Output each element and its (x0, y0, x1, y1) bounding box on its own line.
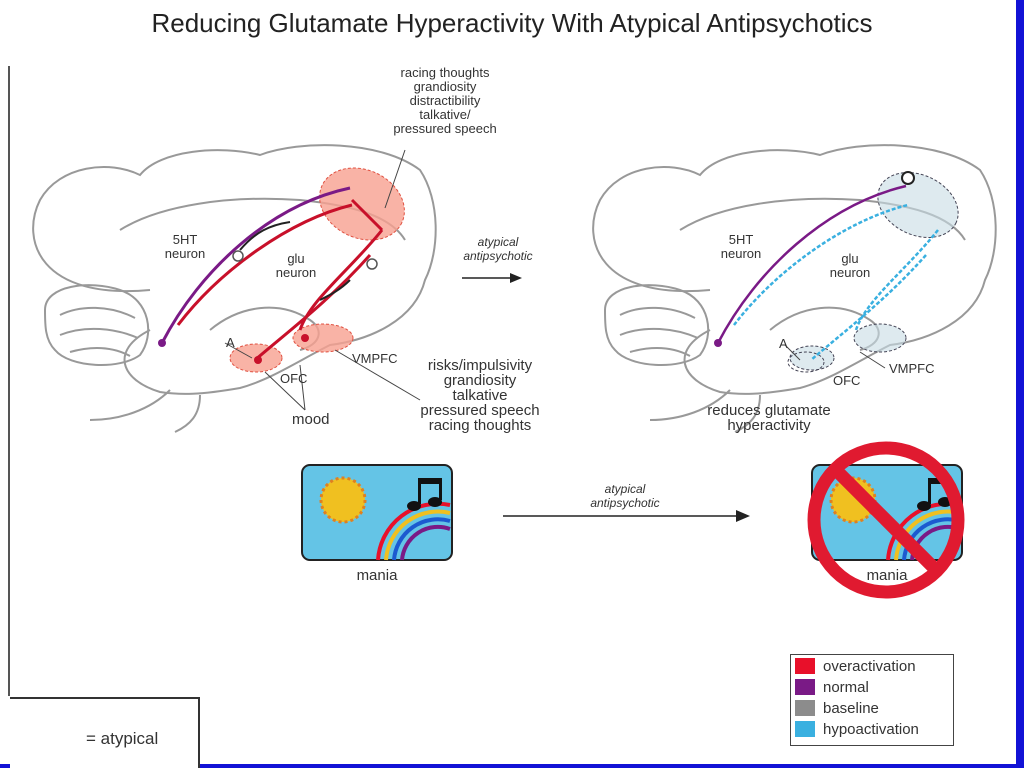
mania-right-label: mania (866, 567, 908, 584)
left-curved-arrow-1 (239, 221, 291, 251)
left-top-symptoms: racing thoughts grandiosity distractibil… (370, 66, 520, 136)
right-leader-lines (784, 344, 886, 369)
atypical-key-label: = atypical (86, 729, 159, 748)
right-5ht-label: 5HT neuron (720, 232, 762, 261)
mania-picture-left (301, 464, 453, 561)
legend-label: overactivation (823, 657, 916, 675)
legend-label: hypoactivation (823, 720, 919, 738)
mania-right-rainbow-yellow (894, 509, 961, 561)
left-drug-icon-1 (232, 250, 244, 262)
right-5ht-neuron-soma (714, 339, 722, 347)
left-bottom-symptom: risks/impulsivity (427, 357, 533, 374)
mania-left-music-note-icon (407, 478, 442, 511)
left-top-symptom: racing thoughts (400, 65, 490, 80)
top-arrow-label: atypical antipsychotic (463, 235, 533, 263)
right-glu-path-3 (810, 254, 927, 361)
left-glu-terminal-b (301, 334, 309, 342)
mania-left-rainbow-purple (400, 524, 451, 561)
mania-left-rainbow-yellow (384, 509, 451, 561)
right-pfc-region (877, 172, 959, 238)
right-cerebellum-folds (619, 306, 699, 357)
right-cerebellum (603, 284, 710, 366)
left-glu-label: glu neuron (275, 251, 317, 280)
bottom-arrow-head (736, 510, 750, 522)
top-arrow-head (510, 273, 522, 283)
right-pathways (716, 184, 939, 361)
left-5ht-neuron-path (160, 186, 351, 344)
left-mood-label: mood (292, 411, 330, 428)
bottom-arrow-label: atypical antipsychotic (590, 482, 660, 510)
right-brain-stem (649, 389, 761, 433)
left-top-symptom: talkative/ (419, 107, 471, 122)
right-drug-icon (901, 171, 915, 185)
legend-label: normal (823, 678, 869, 696)
right-brain (592, 144, 997, 433)
left-brain-stem (89, 389, 201, 433)
left-cerebellum-folds (59, 306, 139, 357)
left-vmpfc-highlight (292, 323, 354, 353)
left-top-symptom: distractibility (409, 93, 481, 108)
mania-left-sun (319, 476, 367, 524)
left-glu-path-1 (176, 203, 353, 326)
right-a-region (787, 351, 825, 373)
mania-right-rainbow-blue (902, 517, 961, 561)
legend-swatch (795, 700, 815, 716)
left-curved-arrow-2 (319, 279, 351, 301)
right-a-label: A (779, 336, 788, 351)
left-bottom-symptom: talkative (452, 387, 508, 404)
slide-title: Reducing Glutamate Hyperactivity With At… (151, 8, 873, 38)
left-bottom-symptom: grandiosity (443, 372, 517, 389)
legend-swatch (795, 658, 815, 674)
mania-left-rainbow-blue (392, 517, 451, 561)
right-border (1016, 0, 1024, 768)
prohibition-sign-icon (807, 441, 965, 599)
left-bottom-symptom: pressured speech (420, 402, 540, 419)
mania-left-label: mania (356, 567, 398, 584)
left-top-symptom: pressured speech (393, 121, 497, 136)
left-top-symptom: grandiosity (413, 79, 477, 94)
left-brain-outline (32, 144, 437, 395)
left-5ht-neuron-soma (158, 339, 166, 347)
right-reduces-label: reduces glutamate hyperactivity (707, 402, 831, 434)
left-5ht-label: 5HT neuron (164, 232, 206, 261)
right-5ht-neuron-path (716, 184, 907, 344)
legend-swatch (795, 679, 815, 695)
legend-item-baseline: baseline (795, 698, 953, 718)
left-pfc-highlight (319, 167, 405, 241)
left-leader-lines (224, 149, 421, 411)
left-bottom-symptom: racing thoughts (428, 417, 532, 434)
legend-swatch (795, 721, 815, 737)
left-glu-path-4 (350, 198, 384, 232)
left-glu-terminal-a (254, 356, 262, 364)
left-drug-icon-2 (366, 258, 378, 270)
right-vmpfc-region (853, 323, 907, 353)
bottom-border (0, 764, 1024, 768)
right-ofc-label: OFC (833, 373, 861, 388)
legend-item-overactivation: overactivation (795, 656, 953, 676)
right-glu-label: glu neuron (829, 251, 871, 280)
right-brain-outline (592, 144, 997, 395)
legend-item-hypoactivation: hypoactivation (795, 719, 953, 739)
left-a-label: A (226, 335, 235, 350)
legend-item-normal: normal (795, 677, 953, 697)
left-bottom-symptoms: risks/impulsivity grandiosity talkative … (400, 358, 560, 433)
legend-label: baseline (823, 699, 879, 717)
atypical-key-box (10, 697, 200, 768)
left-glu-path-3 (254, 254, 372, 362)
right-glu-path-1 (733, 203, 909, 326)
legend: overactivation normal baseline hypoactiv… (790, 654, 954, 746)
left-ofc-label: OFC (280, 371, 308, 386)
left-glu-path-2 (298, 229, 384, 331)
left-vmpfc-label: VMPFC (352, 351, 398, 366)
left-pathways (160, 186, 384, 362)
left-cerebellum (43, 284, 150, 366)
right-vmpfc-label: VMPFC (889, 361, 935, 376)
right-glu-path-2 (854, 229, 939, 331)
